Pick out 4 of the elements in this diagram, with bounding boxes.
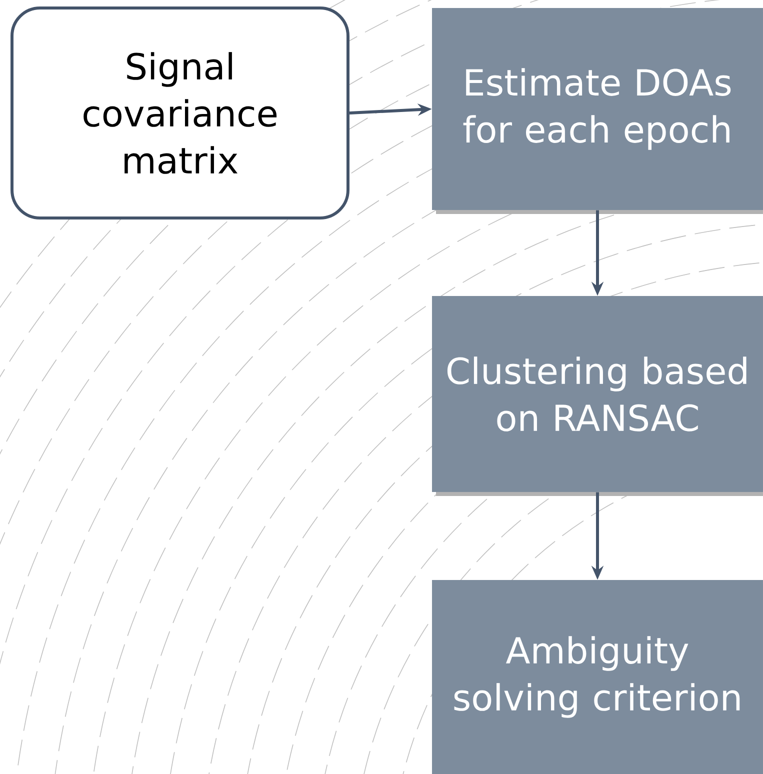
process-box: Clustering based on RANSAC <box>432 296 763 492</box>
process-box: Estimate DOAs for each epoch <box>432 8 763 210</box>
process-box: Ambiguity solving criterion <box>432 580 763 774</box>
input-box: Signal covariance matrix <box>10 6 350 220</box>
